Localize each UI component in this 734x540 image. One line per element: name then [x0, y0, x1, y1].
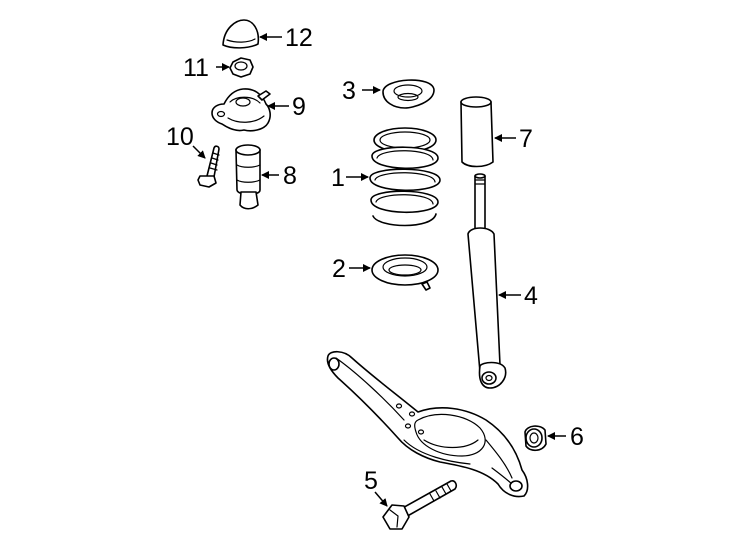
part-5-long-bolt: [382, 480, 458, 530]
callout-3: 3: [342, 77, 356, 105]
callout-numbers: 12 11 9 10 8 3 1 2 7 4 6 5: [166, 24, 584, 495]
callout-4: 4: [524, 282, 538, 310]
callout-1: 1: [331, 164, 345, 192]
trailing-arm: [326, 350, 529, 498]
part-1-coil-spring: [369, 127, 441, 227]
leader-lines: [192, 33, 566, 507]
part-4-shock-absorber: [467, 173, 507, 389]
callout-5: 5: [364, 467, 378, 495]
part-3-upper-spring-seat: [382, 79, 435, 109]
part-7-dust-boot: [460, 96, 494, 168]
part-6-flange-nut: [524, 425, 547, 452]
part-11-nut: [229, 57, 254, 78]
callout-12: 12: [285, 24, 313, 52]
part-10-bolt: [197, 145, 220, 188]
callout-7: 7: [519, 125, 533, 153]
part-9-upper-mount: [211, 88, 271, 132]
callout-11: 11: [183, 54, 209, 82]
part-12-dust-cap: [222, 19, 260, 49]
callout-2: 2: [332, 255, 346, 283]
part-2-lower-spring-seat: [371, 254, 439, 291]
callout-9: 9: [292, 93, 306, 121]
callout-6: 6: [570, 423, 584, 451]
callout-10: 10: [166, 123, 194, 151]
part-8-bump-stop: [235, 144, 261, 210]
callout-8: 8: [283, 162, 297, 190]
